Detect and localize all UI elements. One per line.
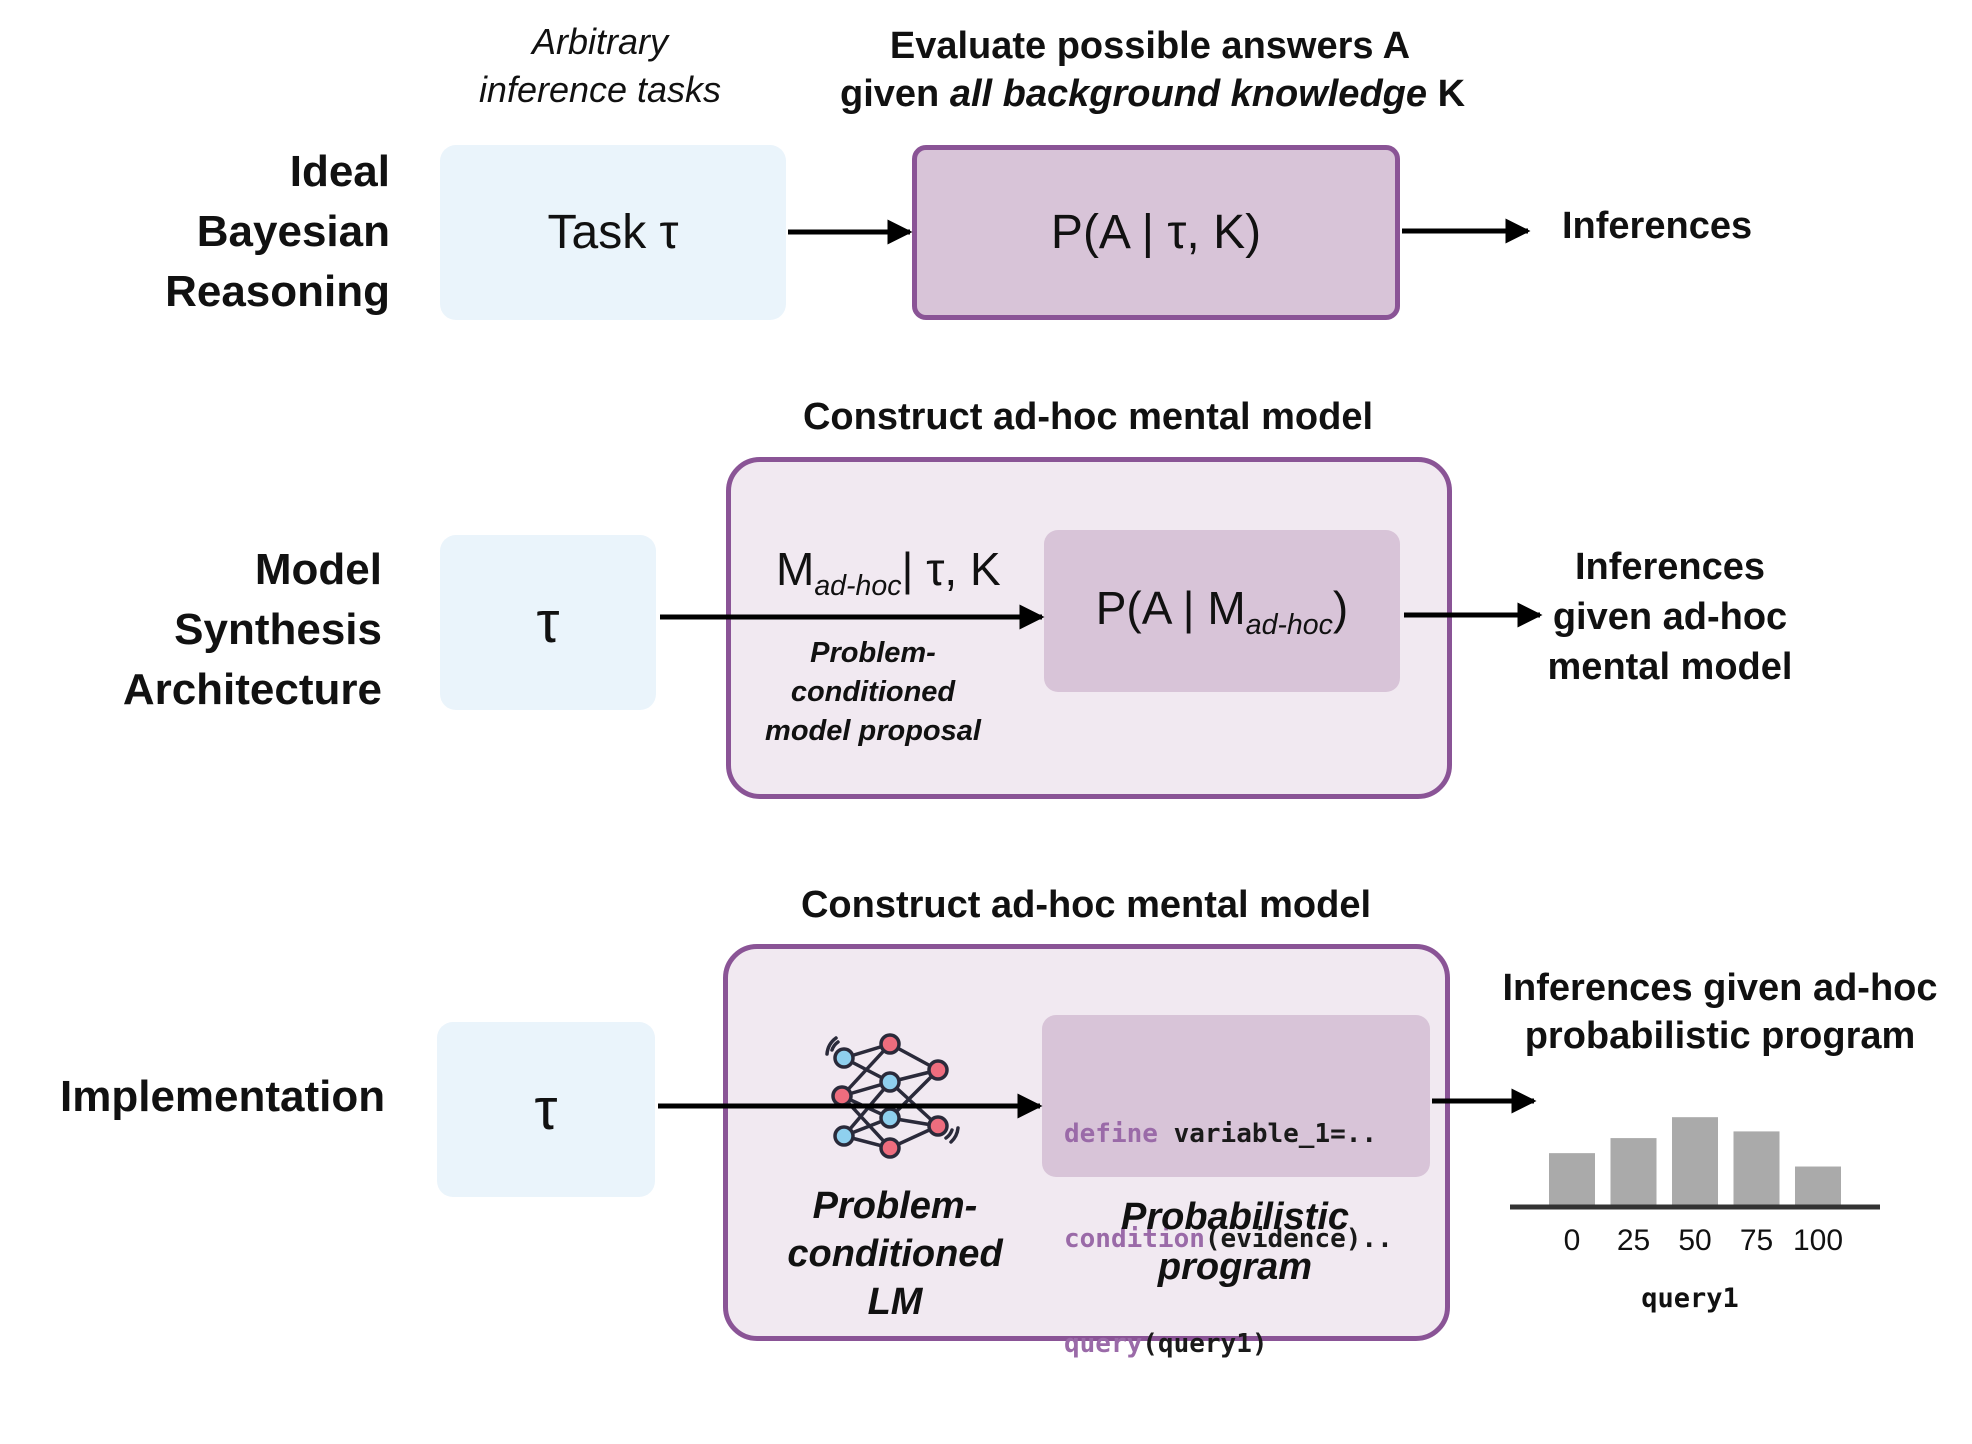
histogram-tick-label: 25 (1617, 1224, 1650, 1257)
lm-caption-line: LM (867, 1281, 923, 1323)
row2-label-line: Architecture (122, 665, 382, 714)
code-line: query(query1) (1064, 1327, 1393, 1362)
row2-heading: Construct ad-hoc mental model (802, 396, 1374, 438)
code-text: (evidence).. (1204, 1224, 1393, 1254)
row1-heading-prefix: given (840, 73, 950, 115)
row2-proposal-formula: Mad-hoc| τ, K (776, 542, 1001, 603)
row3-output-line: probabilistic program (1524, 1015, 1916, 1057)
row2-output-line: Inferences (1574, 546, 1766, 588)
neural-network-icon (825, 1033, 960, 1159)
row2-formula-suffix: ) (1332, 581, 1349, 634)
row2-proposal-rest: | τ, K (901, 543, 1001, 595)
row1-label: Ideal Bayesian Reasoning (120, 142, 390, 322)
row3-program-caption: Probabilistic program (1080, 1192, 1390, 1292)
row2-label-line: Synthesis (174, 605, 382, 654)
row1-output: Inferences (1562, 205, 1753, 247)
row1-heading-emph: all background knowledge (949, 73, 1428, 115)
row3-label: Implementation (60, 1072, 386, 1121)
row2-task-text: τ (536, 590, 560, 655)
row3-heading: Construct ad-hoc mental model (800, 884, 1372, 926)
row1-formula: P(A | τ, K) (1050, 206, 1262, 259)
row1-heading-suffix: K (1427, 73, 1466, 115)
row1-heading-line1: Evaluate possible answers A (889, 25, 1411, 67)
row1-label-line: Bayesian (196, 207, 390, 256)
lm-caption-line: conditioned (787, 1233, 1003, 1275)
histogram-bar (1549, 1153, 1595, 1205)
query1-histogram: 0 25 50 75 100 query1 (1510, 1117, 1880, 1314)
histogram-bar (1610, 1138, 1657, 1205)
row1-heading-line2: given all background knowledge K (840, 70, 1465, 118)
row3-output-line: Inferences given ad-hoc (1502, 967, 1938, 1009)
row3-lm-caption: Problem- conditioned LM (770, 1182, 1020, 1326)
row2-caption-line: conditioned (790, 676, 956, 708)
histogram-bar (1672, 1117, 1718, 1205)
row2-label: Model Synthesis Architecture (80, 540, 382, 720)
program-caption-line: program (1157, 1246, 1313, 1288)
row2-proposal-sub: ad-hoc (814, 569, 902, 602)
code-keyword: query (1064, 1329, 1143, 1359)
row2-formula-sub: ad-hoc (1245, 608, 1333, 641)
code-text: variable_1=.. (1157, 1119, 1378, 1149)
histogram-bar (1733, 1131, 1780, 1205)
code-keyword: define (1064, 1119, 1158, 1149)
row3-code: define variable_1=.. condition(evidence)… (1064, 1047, 1393, 1432)
row3-task-text: τ (534, 1077, 558, 1142)
histogram-tick-label: 0 (1564, 1224, 1581, 1257)
row2-proposal-caption: Problem- conditioned model proposal (742, 634, 1004, 751)
row2-formula-prefix: P(A | M (1095, 581, 1246, 634)
row2-proposal-main: M (776, 543, 815, 595)
histogram-tick-label: 50 (1678, 1224, 1711, 1257)
row2-formula: P(A | Mad-hoc) (1096, 581, 1349, 642)
row2-task-box: τ (440, 535, 656, 710)
row1-annotation-line: Arbitrary (531, 21, 669, 62)
histogram-xlabel: query1 (1641, 1283, 1739, 1314)
histogram-tick-label: 75 (1740, 1224, 1773, 1257)
row1-annotation: Arbitrary inference tasks (440, 18, 760, 114)
code-line: condition(evidence).. (1064, 1222, 1393, 1257)
row1-label-line: Ideal (289, 147, 390, 196)
row3-code-box: define variable_1=.. condition(evidence)… (1042, 1015, 1430, 1359)
row2-output-line: given ad-hoc (1552, 596, 1788, 638)
histogram-bar (1795, 1166, 1841, 1205)
code-line: define variable_1=.. (1064, 1117, 1393, 1152)
row2-caption-line: model proposal (765, 715, 981, 747)
row3-task-box: τ (437, 1022, 655, 1197)
row2-output: Inferences given ad-hoc mental model (1520, 542, 1820, 692)
program-caption-line: Probabilistic (1120, 1196, 1350, 1238)
row2-label-line: Model (254, 545, 382, 594)
histogram-tick-label: 100 (1793, 1224, 1843, 1257)
row1-task-text: Task τ (547, 206, 679, 259)
row1-task-box: Task τ (440, 145, 786, 320)
row2-caption-line: Problem- (810, 637, 936, 669)
code-keyword: condition (1064, 1224, 1205, 1254)
row3-output: Inferences given ad-hoc probabilistic pr… (1480, 964, 1960, 1060)
row1-heading: Evaluate possible answers A given all ba… (840, 22, 1465, 118)
row1-label-line: Reasoning (165, 267, 390, 316)
row2-formula-box: P(A | Mad-hoc) (1044, 530, 1400, 692)
row1-annotation-line: inference tasks (478, 69, 722, 110)
row2-output-line: mental model (1547, 646, 1793, 688)
code-text: (query1) (1142, 1329, 1268, 1359)
row1-formula-box: P(A | τ, K) (912, 145, 1400, 320)
lm-caption-line: Problem- (812, 1185, 978, 1227)
